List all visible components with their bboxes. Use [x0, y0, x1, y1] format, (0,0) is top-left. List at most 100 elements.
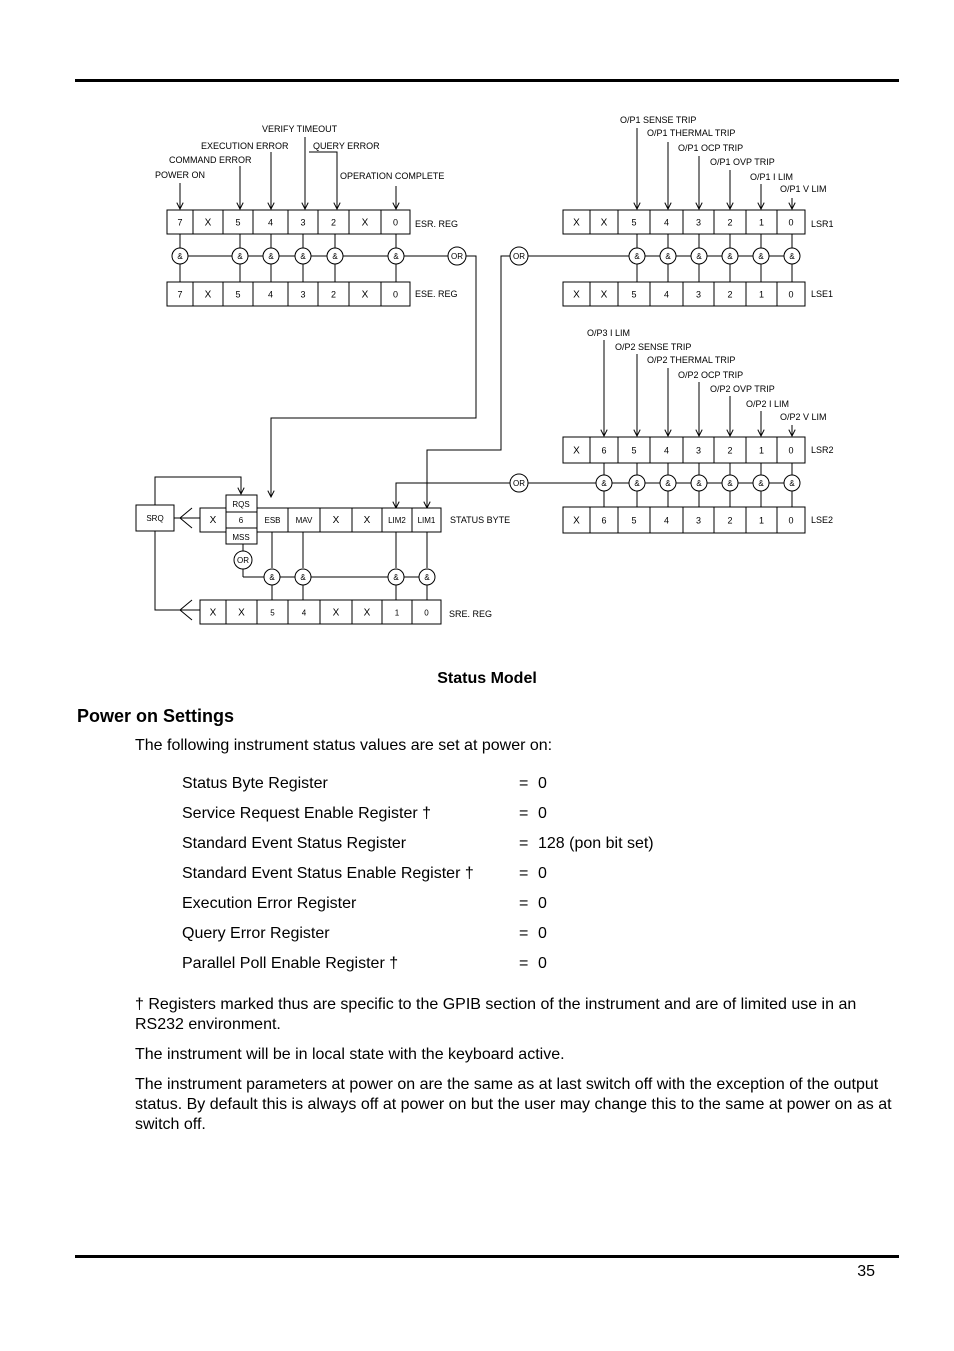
lsr2-reg-bit: 1: [759, 446, 764, 456]
status-byte-bit: LIM2: [388, 516, 406, 525]
status-byte-bit: 6: [239, 516, 244, 525]
setting-equals: =: [519, 775, 529, 792]
lse1-reg-bit: X: [573, 290, 580, 301]
lse2-reg-bit: 3: [696, 516, 701, 526]
lsr1-and-gate: [690, 247, 708, 265]
setting-label: Execution Error Register: [182, 895, 357, 912]
lsr1-and-gate-symbol: &: [789, 252, 795, 261]
esr-reg-bit: 2: [331, 218, 336, 228]
sre-reg-cell: [287, 599, 321, 625]
ese-reg-bit: 2: [331, 290, 336, 300]
sre-feed-line: [154, 531, 200, 611]
lse1-reg-cell: [617, 281, 651, 307]
lse1-reg-bit: 1: [759, 290, 764, 300]
lsr2-and-gate: [595, 474, 613, 492]
lse1-reg-cell: [682, 281, 715, 307]
esr-and-gate: [387, 247, 405, 265]
lsr2-and-gate-symbol: &: [634, 479, 640, 488]
ese-reg-cell: [192, 281, 224, 307]
esr-reg-cell: [380, 209, 411, 235]
esr-reg-cell: [287, 209, 319, 235]
status-byte-cell: [381, 507, 413, 533]
gpib-note: † Registers marked thus are specific to …: [135, 996, 857, 1033]
page-number: 35: [857, 1263, 875, 1280]
status-byte-bit: X: [210, 515, 217, 526]
lse2-reg-cell: [776, 506, 806, 534]
lsr2-and-gate-symbol: &: [665, 479, 671, 488]
ese-reg-cell: [222, 281, 254, 307]
setting-label: Parallel Poll Enable Register †: [182, 955, 399, 972]
ese-reg-bit: 0: [393, 290, 398, 300]
esr-reg-label: ESR. REG: [415, 219, 458, 229]
setting-equals: =: [519, 835, 529, 852]
lse2-reg-bit: 0: [788, 516, 793, 526]
power-on-paragraph: The instrument parameters at power on ar…: [135, 1076, 892, 1133]
lsr2-reg-bit: 6: [601, 446, 606, 456]
lsr1-reg-bit: 0: [788, 218, 793, 228]
lsr2-and-gate-symbol: &: [758, 479, 764, 488]
ese-reg-bit: X: [205, 290, 212, 301]
mss-label: MSS: [232, 533, 249, 542]
lsr2-input-label: O/P3 I LIM: [587, 328, 630, 338]
ese-reg-bit: 7: [177, 290, 182, 300]
esr-input-label: VERIFY TIMEOUT: [262, 124, 338, 134]
esr-and-gate: [231, 247, 249, 265]
lsr2-and-gate-symbol: &: [727, 479, 733, 488]
sre-and-gate-symbol: &: [424, 573, 430, 582]
setting-value: 128 (pon bit set): [538, 835, 654, 852]
setting-label: Status Byte Register: [182, 775, 328, 792]
lse1-reg-label: LSE1: [811, 289, 833, 299]
lsr2-input-label: O/P2 V LIM: [780, 412, 827, 422]
esr-and-gate: [171, 247, 189, 265]
esr-and-gate: [326, 247, 344, 265]
lsr2-reg-label: LSR2: [811, 445, 834, 455]
lsr1-and-gate-symbol: &: [696, 252, 702, 261]
lse2-reg-cell: [562, 506, 591, 534]
lsr1-and-gate-symbol: &: [727, 252, 733, 261]
esr-reg-bit: X: [205, 218, 212, 229]
lsr1-input-label: O/P1 OCP TRIP: [678, 143, 743, 153]
lse2-reg-bit: 2: [727, 516, 732, 526]
lsr2-input-label: O/P2 OVP TRIP: [710, 384, 775, 394]
esr-reg-bit: X: [362, 218, 369, 229]
lsr1-input-label: O/P1 I LIM: [750, 172, 793, 182]
sre-reg-bit: 5: [270, 609, 275, 618]
esr-reg-cell: [348, 209, 382, 235]
esr-reg-bit: 0: [393, 218, 398, 228]
sre-reg-bit: X: [210, 608, 217, 619]
lsr2-reg-cell: [776, 436, 806, 464]
lsr1-reg-cell: [682, 209, 715, 235]
setting-label: Standard Event Status Register: [182, 835, 407, 852]
esr-and-gate-symbol: &: [268, 252, 274, 261]
esr-and-gate: [294, 247, 312, 265]
lse2-reg-bit: 5: [631, 516, 636, 526]
lim2-line: [396, 482, 510, 508]
status-byte-bit: X: [364, 515, 371, 526]
lse2-reg-bit: X: [573, 516, 580, 527]
status-byte-label: STATUS BYTE: [450, 515, 510, 525]
lsr1-reg-label: LSR1: [811, 219, 834, 229]
setting-equals: =: [519, 895, 529, 912]
lsr2-and-gate: [628, 474, 646, 492]
setting-value: 0: [538, 925, 547, 942]
setting-equals: =: [519, 865, 529, 882]
lsr1-and-gate: [628, 247, 646, 265]
lse1-reg-bit: 0: [788, 290, 793, 300]
lsr1-reg-bit: X: [601, 218, 608, 229]
lsr1-and-gate-symbol: &: [758, 252, 764, 261]
esr-input-label: QUERY ERROR: [313, 141, 380, 151]
esr-reg-bit: 4: [268, 218, 273, 228]
setting-value: 0: [538, 895, 547, 912]
lsr2-reg-cell: [589, 436, 619, 464]
sre-and-gate: [387, 568, 405, 586]
ese-reg-cell: [380, 281, 411, 307]
esr-and-gate-symbol: &: [237, 252, 243, 261]
diagram-caption: Status Model: [437, 670, 537, 687]
lse2-reg-bit: 1: [759, 516, 764, 526]
lsr1-reg-bit: 3: [696, 218, 701, 228]
lse2-reg-bit: 4: [664, 516, 669, 526]
esr-reg-bit: 7: [177, 218, 182, 228]
status-byte-cell: [351, 507, 383, 533]
esr-reg-bit: 5: [235, 218, 240, 228]
